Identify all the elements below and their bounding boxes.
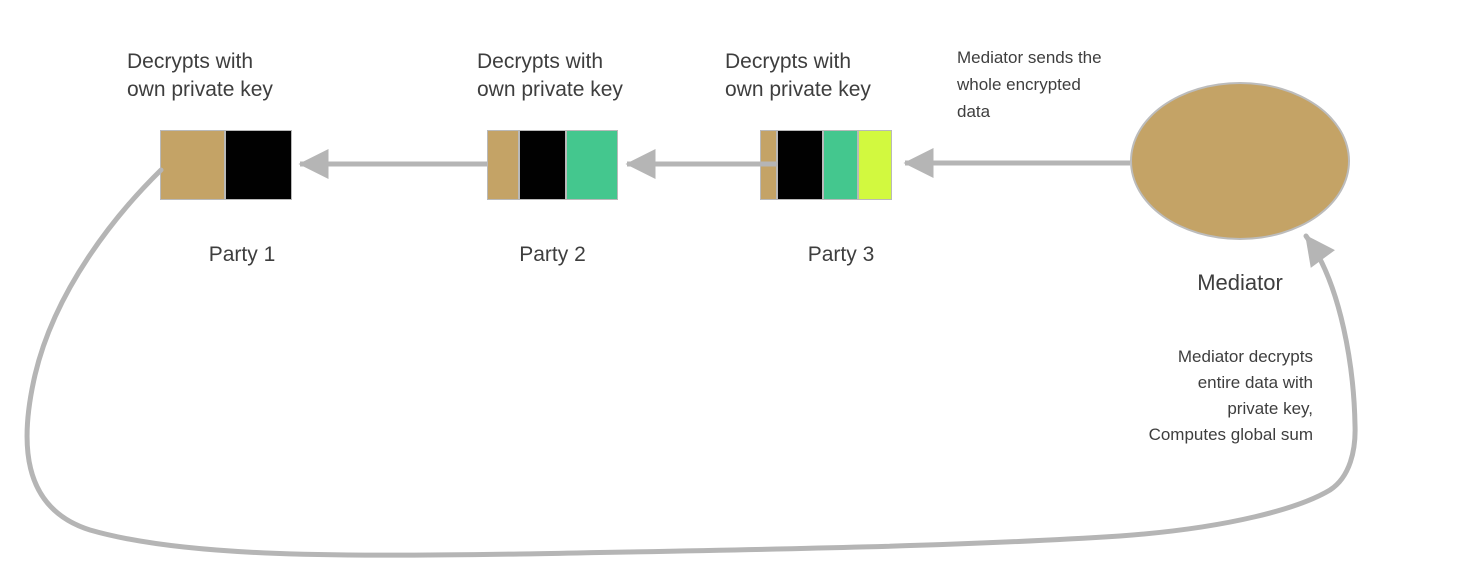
party2-decrypt-note-line2: own private key <box>477 78 623 101</box>
mediator-compute-note: Mediator decrypts entire data with priva… <box>1063 344 1313 448</box>
party3-decrypt-note-line1: Decrypts with <box>725 50 852 73</box>
mediator-compute-note-line4: Computes global sum <box>1148 425 1313 444</box>
mediator-label: Mediator <box>1197 270 1283 295</box>
party2-segment-tan <box>487 130 519 200</box>
party1-segment-tan <box>160 130 225 200</box>
party3-data-box <box>760 130 892 200</box>
party1-segment-black <box>225 130 292 200</box>
party2-segment-green <box>566 130 618 200</box>
party1-data-box <box>160 130 292 200</box>
party2-segment-black <box>519 130 566 200</box>
party2-data-box <box>487 130 618 200</box>
mediator-ellipse <box>1130 82 1350 240</box>
party2-decrypt-note: Decrypts with own private key <box>477 48 623 104</box>
party3-segment-yellow <box>858 130 892 200</box>
mediator-compute-note-line2: entire data with <box>1197 373 1313 392</box>
party1-decrypt-note: Decrypts with own private key <box>127 48 273 104</box>
mediator-send-note: Mediator sends the whole encrypted data <box>957 44 1102 125</box>
party3-decrypt-note: Decrypts with own private key <box>725 48 871 104</box>
party1-decrypt-note-line1: Decrypts with <box>127 50 254 73</box>
party3-segment-tan <box>760 130 777 200</box>
party3-decrypt-note-line2: own private key <box>725 78 871 101</box>
party1-decrypt-note-line2: own private key <box>127 78 273 101</box>
party2-decrypt-note-line1: Decrypts with <box>477 50 604 73</box>
party1-label: Party 1 <box>208 243 276 266</box>
mediator-send-note-line1: Mediator sends the <box>957 48 1102 67</box>
party2-label: Party 2 <box>519 243 586 266</box>
party3-segment-black <box>777 130 823 200</box>
party3-label: Party 3 <box>807 243 875 266</box>
mediator-send-note-line3: data <box>957 102 991 121</box>
mediator-send-note-line2: whole encrypted <box>957 75 1081 94</box>
mediator-compute-note-line3: private key, <box>1227 399 1313 418</box>
mediator-compute-note-line1: Mediator decrypts <box>1177 347 1313 366</box>
party3-segment-green <box>823 130 858 200</box>
